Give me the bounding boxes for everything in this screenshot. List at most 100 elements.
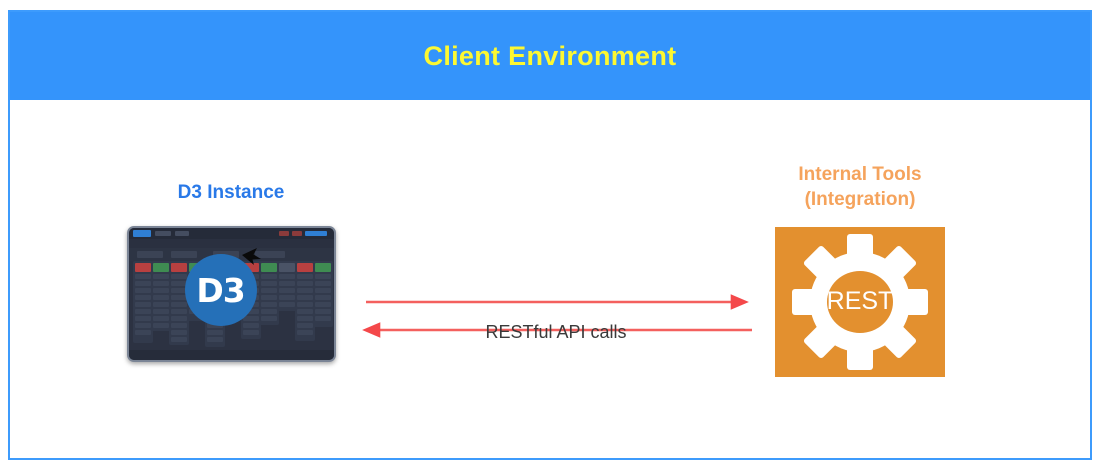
d3-logo: D3 xyxy=(184,254,257,326)
thumb-card xyxy=(296,295,313,300)
environment-header: Client Environment xyxy=(10,12,1090,100)
thumb-card xyxy=(134,295,151,300)
thumb-card xyxy=(296,330,313,335)
thumb-card xyxy=(134,309,151,314)
thumb-tab xyxy=(170,251,197,258)
thumb-menu-item xyxy=(154,231,171,236)
thumb-card xyxy=(170,309,187,314)
thumb-statusbar xyxy=(128,350,334,360)
thumb-card xyxy=(170,281,187,286)
thumb-card xyxy=(260,281,277,286)
thumb-card xyxy=(278,281,295,286)
thumb-card xyxy=(242,323,259,328)
thumb-card xyxy=(314,288,331,293)
thumb-card xyxy=(170,288,187,293)
thumb-column-header xyxy=(170,263,187,272)
thumb-card xyxy=(278,295,295,300)
thumb-card xyxy=(278,288,295,293)
thumb-card xyxy=(278,274,295,279)
thumb-column xyxy=(276,261,297,311)
thumb-status-chip xyxy=(278,231,289,236)
thumb-card xyxy=(152,323,169,328)
node-internal-tools: Internal Tools (Integration) xyxy=(767,162,953,377)
connector-arrows xyxy=(362,294,752,338)
node-d3-instance: D3 Instance xyxy=(116,182,346,362)
thumb-card xyxy=(296,323,313,328)
thumb-card xyxy=(260,316,277,321)
thumb-card xyxy=(134,316,151,321)
thumb-card xyxy=(152,281,169,286)
thumb-card xyxy=(296,281,313,286)
thumb-card xyxy=(242,316,259,321)
thumb-card xyxy=(170,337,187,342)
rest-icon-text: REST xyxy=(827,287,894,315)
thumb-column-header xyxy=(260,263,277,272)
thumb-column xyxy=(312,261,333,327)
thumb-card xyxy=(314,316,331,321)
client-environment-frame: Client Environment D3 Instance xyxy=(8,10,1092,460)
thumb-card xyxy=(170,316,187,321)
thumb-card xyxy=(134,323,151,328)
thumb-card xyxy=(260,295,277,300)
thumb-card xyxy=(260,274,277,279)
thumb-card xyxy=(314,309,331,314)
rest-gear-icon: REST xyxy=(792,234,928,370)
d3-dashboard-screenshot: D3 xyxy=(126,226,336,362)
thumb-column-header xyxy=(134,263,151,272)
thumb-card xyxy=(278,302,295,307)
diagram-canvas: D3 Instance xyxy=(10,100,1090,458)
thumb-card xyxy=(152,295,169,300)
thumb-card xyxy=(242,309,259,314)
thumb-column-header xyxy=(314,263,331,272)
thumb-column-header xyxy=(242,263,259,272)
thumb-card xyxy=(134,281,151,286)
thumb-logo-chip xyxy=(132,230,151,237)
thumb-card xyxy=(134,330,151,335)
thumb-card xyxy=(134,274,151,279)
thumb-card xyxy=(152,302,169,307)
thumb-card xyxy=(170,330,187,335)
thumb-column-header xyxy=(152,263,169,272)
thumb-toolbar xyxy=(128,239,334,248)
thumb-card xyxy=(170,295,187,300)
rest-icon-tile: REST xyxy=(775,227,945,377)
thumb-card xyxy=(206,330,223,335)
thumb-card xyxy=(170,323,187,328)
internal-tools-label-line1: Internal Tools xyxy=(798,164,922,185)
thumb-card xyxy=(314,274,331,279)
internal-tools-label-line2: (Integration) xyxy=(804,189,916,210)
thumb-column xyxy=(258,261,279,325)
page-title: Client Environment xyxy=(423,40,677,71)
thumb-card xyxy=(260,309,277,314)
thumb-status-chip xyxy=(291,231,302,236)
thumb-tab xyxy=(254,251,285,258)
thumb-card xyxy=(170,302,187,307)
thumb-menu-item xyxy=(174,231,189,236)
thumb-card xyxy=(314,281,331,286)
internal-tools-label: Internal Tools (Integration) xyxy=(767,162,953,212)
connector-label: RESTful API calls xyxy=(485,322,627,342)
thumb-column xyxy=(168,261,189,345)
thumb-card xyxy=(152,309,169,314)
thumb-card xyxy=(242,330,259,335)
thumb-column-header xyxy=(296,263,313,272)
thumb-card xyxy=(152,274,169,279)
thumb-card xyxy=(260,288,277,293)
thumb-tab xyxy=(136,251,163,258)
thumb-column xyxy=(150,261,171,331)
thumb-card xyxy=(260,302,277,307)
d3-instance-label: D3 Instance xyxy=(177,182,285,203)
thumb-card xyxy=(152,316,169,321)
thumb-card xyxy=(170,274,187,279)
thumb-card xyxy=(134,302,151,307)
thumb-card xyxy=(134,288,151,293)
thumb-card xyxy=(296,288,313,293)
thumb-action-chip xyxy=(304,231,327,236)
cursor-arrow-icon xyxy=(241,248,261,265)
thumb-card xyxy=(314,295,331,300)
thumb-card xyxy=(296,316,313,321)
thumb-card xyxy=(296,302,313,307)
thumb-card xyxy=(314,302,331,307)
thumb-card xyxy=(296,309,313,314)
thumb-column xyxy=(132,261,153,343)
